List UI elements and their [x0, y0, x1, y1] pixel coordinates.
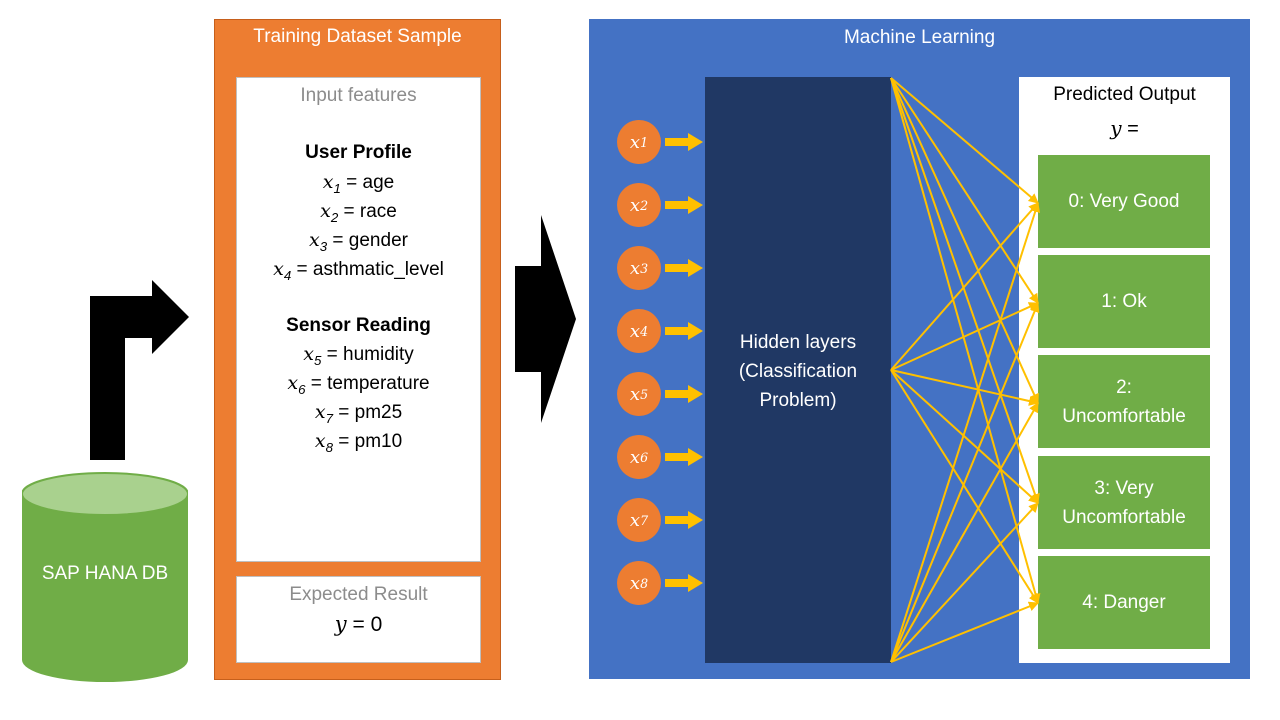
sensor_reading-feature-5: x5 = humidity [303, 343, 414, 368]
output-class-0: 0: Very Good [1038, 155, 1210, 248]
sensor_reading-feature-6: x6 = temperature [287, 372, 430, 397]
sensor-reading-heading: Sensor Reading [286, 315, 431, 336]
sensor_reading-feature-8: x8 = pm10 [314, 430, 403, 455]
expected-result-value: y = 0 [334, 612, 383, 636]
output-class-4: 4: Danger [1038, 556, 1210, 649]
user-profile-heading: User Profile [305, 142, 412, 163]
hidden-layers-block [705, 77, 891, 663]
output-class-1: 1: Ok [1038, 255, 1210, 348]
output-class-2: 2:Uncomfortable [1038, 355, 1210, 448]
predicted-output-title: Predicted Output [1053, 84, 1196, 105]
user_profile-feature-2: x2 = race [320, 200, 397, 225]
database-label: SAP HANA DB [41, 563, 169, 584]
hidden-layers-label: Hidden layers (Classification Problem) [738, 332, 858, 411]
machine-learning-title: Machine Learning [843, 27, 996, 48]
expected-result-box [236, 576, 481, 663]
input-features-heading: Input features [300, 85, 417, 106]
db-to-training-arrow [90, 280, 189, 460]
user_profile-feature-4: x4 = asthmatic_level [273, 258, 444, 283]
input-features-box [236, 77, 481, 562]
user_profile-feature-1: x1 = age [322, 171, 395, 196]
predicted-output-equation: y = [1110, 116, 1139, 140]
expected-result-heading: Expected Result [289, 584, 428, 605]
training-dataset-title: Training Dataset Sample [253, 26, 462, 47]
sensor_reading-feature-7: x7 = pm25 [314, 401, 403, 426]
training-to-ml-arrow [515, 215, 576, 423]
user_profile-feature-3: x3 = gender [309, 229, 408, 254]
database-cylinder-icon [22, 472, 188, 682]
